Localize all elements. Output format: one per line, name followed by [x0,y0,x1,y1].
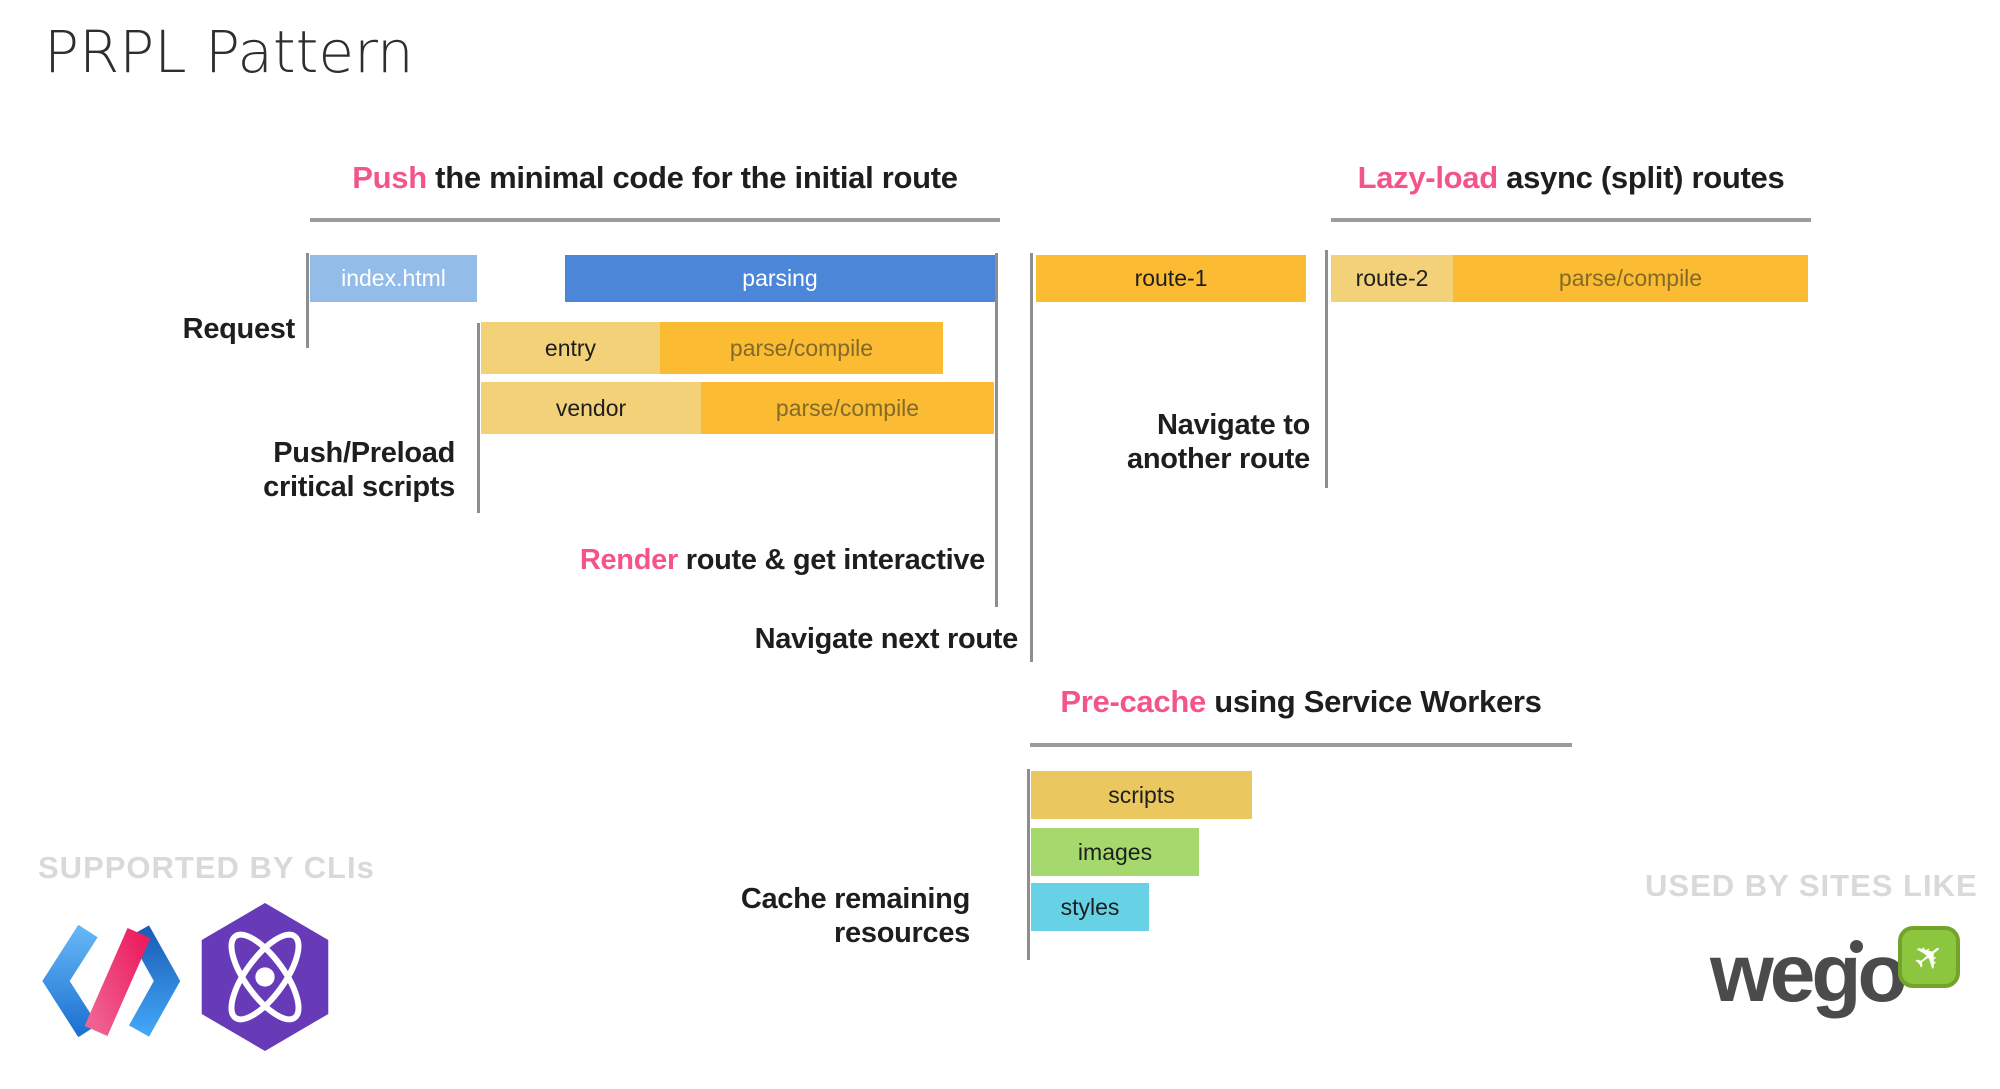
navigate-another-timeline-marker [1325,250,1328,488]
route-2-parse-compile-segment: parse/compile [1453,255,1808,302]
scripts-bar-label: scripts [1108,781,1175,808]
route-2-bar: route-2 parse/compile [1331,255,1808,302]
lazy-load-header-rest: async (split) routes [1497,160,1785,195]
navigate-to-label-line1: Navigate to [1156,409,1310,441]
wego-logo: wego ✈ [1710,926,1970,1033]
push-keyword: Push [352,160,427,195]
index-html-bar: index.html [310,255,477,302]
supported-by-clis-caption: SUPPORTED BY CLIs [38,850,375,885]
entry-segment: entry [481,322,660,374]
entry-parse-compile-segment: parse/compile [660,322,943,374]
airplane-icon: ✈ [1898,926,1960,988]
preload-timeline-marker [477,323,480,513]
styles-bar: styles [1031,883,1149,931]
pre-cache-keyword: Pre-cache [1060,684,1206,719]
render-label: Render route & get interactive [450,543,985,577]
wego-logo-text: wego [1710,928,1908,1019]
vendor-segment: vendor [481,382,701,434]
navigate-to-label-line2: another route [1126,443,1310,475]
scripts-bar: scripts [1031,771,1252,819]
push-preload-label-line1: Push/Preload [273,437,455,469]
polymer-logo-svg [42,924,181,1038]
cache-label-line1: Cache remaining [740,883,970,915]
cache-timeline-marker [1027,769,1030,960]
preact-logo-icon [200,903,330,1051]
navigate-to-another-route-label: Navigate to another route [1040,408,1310,476]
render-keyword: Render [579,544,678,576]
request-label: Request [182,313,296,345]
render-label-rest: route & get interactive [677,544,986,576]
push-preload-label: Push/Preload critical scripts [150,436,455,504]
airplane-glyph: ✈ [1904,931,1954,983]
route-2-segment: route-2 [1331,255,1453,302]
images-bar-label: images [1077,838,1153,865]
parsing-bar-label: parsing [742,265,818,291]
navigate-next-route-label: Navigate next route [754,623,1019,655]
wego-logo-dot [1850,940,1863,953]
push-header-rest: the minimal code for the initial route [426,160,958,195]
entry-bar: entry parse/compile [481,322,943,374]
push-header-rule [310,218,1000,222]
cache-label-line2: resources [834,917,970,949]
vendor-bar: vendor parse/compile [481,382,994,434]
pre-cache-section-header: Pre-cache using Service Workers [1030,684,1572,720]
lazy-load-header-rule [1331,218,1811,222]
pre-cache-header-rule [1030,743,1572,747]
lazy-load-keyword: Lazy-load [1357,160,1499,195]
polymer-logo-icon [42,924,181,1038]
index-html-bar-label: index.html [341,265,446,291]
styles-bar-label: styles [1060,893,1120,920]
navigate-next-timeline-marker [1030,253,1033,662]
images-bar: images [1031,828,1199,876]
page-title: PRPL Pattern [44,18,414,86]
push-preload-label-line2: critical scripts [263,471,455,503]
request-timeline-marker [306,253,309,348]
lazy-load-section-header: Lazy-load async (split) routes [1331,160,1811,196]
render-timeline-marker [995,253,998,607]
route-1-bar-label: route-1 [1134,265,1208,291]
cache-remaining-resources-label: Cache remaining resources [670,882,970,950]
parsing-bar: parsing [565,255,995,302]
preact-logo-svg [201,903,329,1051]
vendor-parse-compile-segment: parse/compile [701,382,994,434]
route-1-bar: route-1 [1036,255,1306,302]
used-by-sites-caption: USED BY SITES LIKE [1645,868,1978,903]
push-section-header: Push the minimal code for the initial ro… [310,160,1000,196]
pre-cache-header-rest: using Service Workers [1205,684,1542,719]
